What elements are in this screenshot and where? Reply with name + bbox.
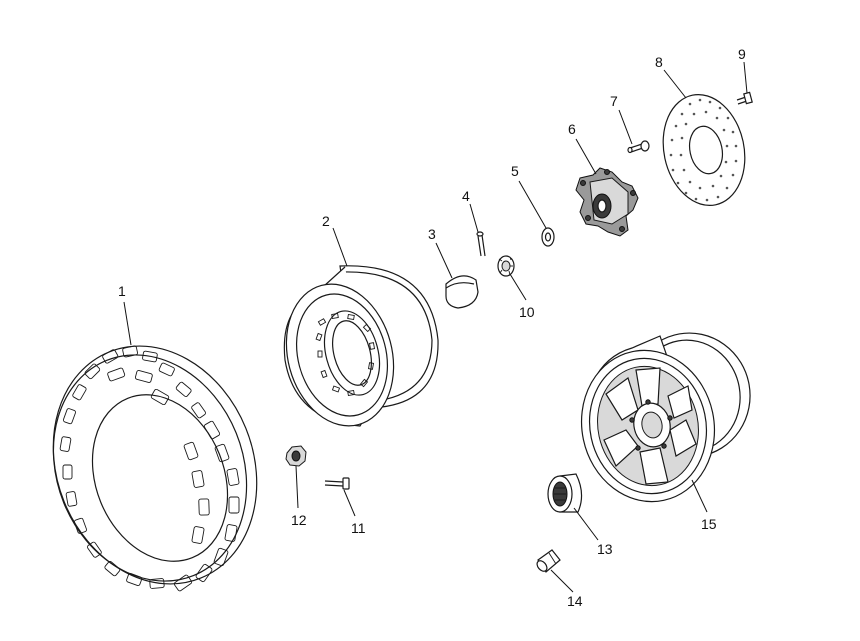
callout-5: 5 [511,163,519,179]
disc-bolt [736,91,753,105]
callout-13: 13 [597,541,613,557]
callout-11: 11 [351,520,366,536]
hub-bolt [627,140,650,154]
callout-8: 8 [655,54,663,70]
valve-stem [536,549,561,573]
brake-disc [662,93,746,207]
callout-4: 4 [462,188,470,204]
castle-nut [497,255,515,277]
callout-2: 2 [322,213,330,229]
callout-15: 15 [701,516,717,532]
cotter-pin [476,231,486,257]
callout-12: 12 [291,512,307,528]
leader-lines [123,61,748,593]
callout-14: 14 [567,593,583,609]
rim-steel [283,265,439,427]
callout-labels: 1 2 3 4 5 6 7 8 9 10 11 12 13 14 15 [118,46,746,609]
hub-cap [445,275,479,309]
wheel-hub [575,167,639,237]
tire [52,345,258,592]
callout-6: 6 [568,121,576,137]
wheel-stud [324,477,350,490]
callout-3: 3 [428,226,436,242]
callout-9: 9 [738,46,746,62]
rim-alloy [580,332,751,503]
lug-nut [285,445,307,467]
callout-7: 7 [610,93,618,109]
washer [541,227,555,247]
callout-1: 1 [118,283,126,299]
callout-10: 10 [519,304,535,320]
center-cap [547,473,583,513]
